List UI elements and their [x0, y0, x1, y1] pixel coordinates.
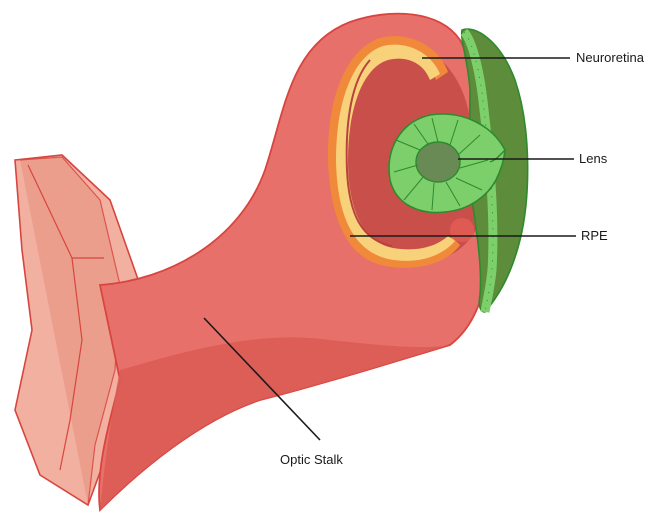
label-neuroretina: Neuroretina	[576, 50, 645, 65]
rpe-bulge	[450, 218, 474, 242]
label-rpe: RPE	[581, 228, 608, 243]
lens-lumen	[416, 142, 460, 182]
label-lens: Lens	[579, 151, 608, 166]
label-optic-stalk: Optic Stalk	[280, 452, 343, 467]
